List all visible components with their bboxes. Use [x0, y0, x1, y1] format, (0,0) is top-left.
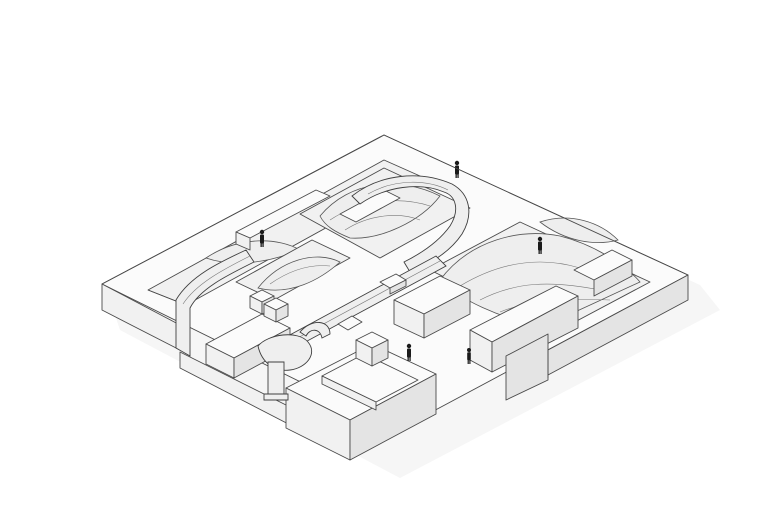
outer-outline — [101, 134, 689, 285]
person-figure — [259, 229, 265, 247]
equipment-boxes — [249, 289, 389, 367]
central-walls — [235, 189, 471, 339]
duct-system — [175, 175, 470, 401]
human-figures — [259, 160, 543, 364]
person-figure — [537, 236, 543, 254]
front-plinth — [285, 343, 437, 461]
person-figure — [406, 343, 412, 361]
person-figure — [467, 348, 471, 364]
terrain-field-right — [429, 217, 651, 333]
front-right-steps — [469, 285, 579, 401]
